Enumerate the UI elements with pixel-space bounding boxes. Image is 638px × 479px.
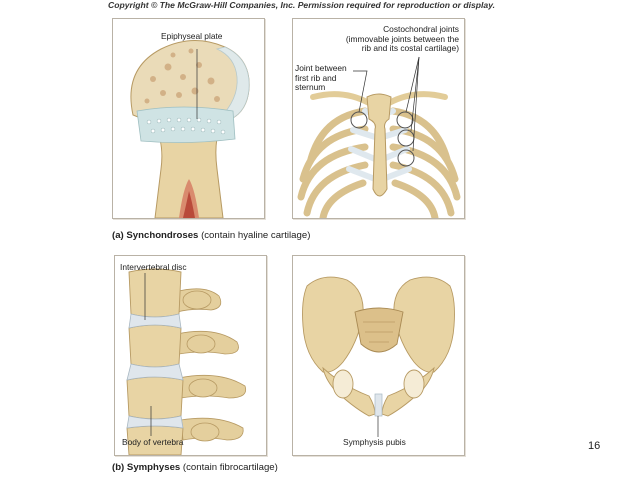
vertebrae-panel: Intervertebral disc Body of vertebra (114, 255, 267, 456)
page-number: 16 (588, 440, 601, 452)
costochondral-label-line3: rib and its costal cartilage) (361, 43, 459, 54)
caption-synchondroses: (a) Synchondroses (contain hyaline carti… (112, 230, 310, 241)
body-of-vertebra-label: Body of vertebra (122, 437, 184, 447)
caption-b-letter: (b) (112, 462, 125, 473)
pelvis-panel: Symphysis pubis (292, 255, 465, 456)
epiphyseal-plate-label: Epiphyseal plate (161, 31, 223, 41)
costochondral-joints-label: Costochondral joints (immovable joints b… (321, 24, 459, 54)
first-rib-label-line1: Joint between (295, 63, 347, 73)
caption-a-detail: (contain hyaline cartilage) (201, 230, 311, 241)
caption-b-detail: (contain fibrocartilage) (182, 462, 278, 473)
intervertebral-disc-label: Intervertebral disc (120, 262, 187, 272)
first-rib-label-line3: sternum (295, 82, 326, 93)
caption-a-letter: (a) (112, 230, 124, 241)
symphysis-pubis-label: Symphysis pubis (343, 437, 406, 447)
vertebral-column-illustration (126, 268, 247, 455)
pelvis-illustration (302, 276, 455, 437)
caption-symphyses: (b) Symphyses (contain fibrocartilage) (112, 462, 278, 473)
rib-cage-panel: Costochondral joints (immovable joints b… (292, 18, 465, 219)
first-rib-sternum-label: Joint between first rib and sternum (295, 63, 347, 93)
costochondral-label-line2: (immovable joints between the (345, 33, 459, 44)
epiphyseal-plate-panel: Epiphyseal plate (112, 18, 265, 219)
copyright-notice: Copyright © The McGraw-Hill Companies, I… (108, 0, 496, 10)
caption-a-term: Synchondroses (126, 230, 199, 241)
caption-b-term: Symphyses (126, 462, 181, 473)
rib-cage-illustration (297, 56, 461, 218)
costochondral-label-line1: Costochondral joints (383, 24, 459, 34)
first-rib-label-line2: first rib and (295, 72, 337, 83)
femur-epiphysis-illustration (130, 39, 250, 218)
